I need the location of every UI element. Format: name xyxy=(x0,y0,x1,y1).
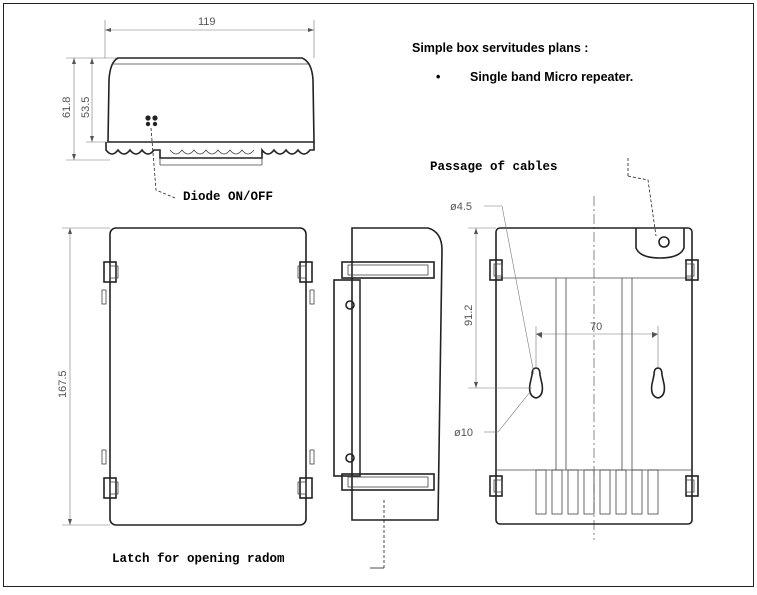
callout-latch: Latch for opening radom xyxy=(112,552,285,566)
dim-width: 119 xyxy=(198,16,216,28)
callout-diode: Diode ON/OFF xyxy=(183,190,273,204)
dim-small-hole: ø4.5 xyxy=(450,201,472,213)
dim-large-hole: ø10 xyxy=(454,427,473,439)
front-view-large: 167.5 xyxy=(57,227,315,526)
heading-bullet-text: Single band Micro repeater. xyxy=(470,70,633,84)
sheet-border xyxy=(3,3,754,587)
dim-hole-offset: 91.2 xyxy=(463,305,475,326)
heading-title: Simple box servitudes plans : xyxy=(412,41,588,55)
back-view: 70 91.2 ø4.5 ø10 xyxy=(450,158,699,540)
dim-height-body: 53.5 xyxy=(80,97,92,118)
dim-hole-spacing: 70 xyxy=(590,321,602,333)
side-view xyxy=(333,227,443,569)
dim-height-total: 61.8 xyxy=(61,97,73,118)
bullet-icon: • xyxy=(436,70,440,84)
callout-cables: Passage of cables xyxy=(430,160,558,174)
front-view-top: 119 61.8 53.5 xyxy=(61,16,315,199)
dim-length: 167.5 xyxy=(57,370,69,398)
